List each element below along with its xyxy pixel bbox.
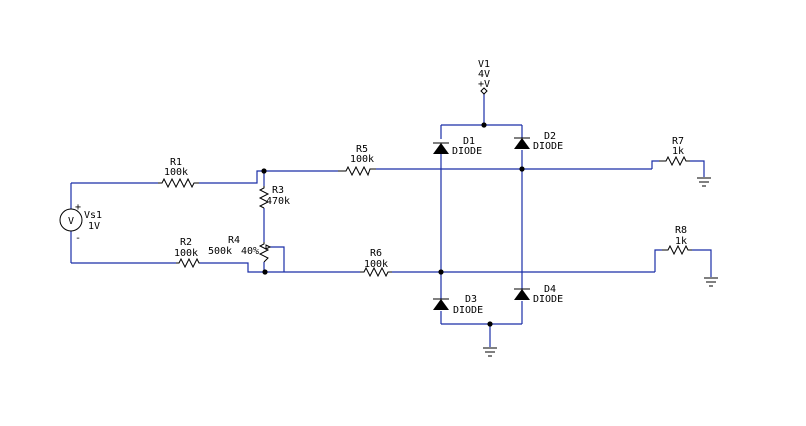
supply-v1-terminal — [480, 87, 488, 95]
diode-d1-model: DIODE — [452, 146, 482, 157]
junction-nodeA — [261, 168, 267, 174]
junction-bridge-top — [481, 122, 487, 128]
potentiometer-r4-body — [258, 242, 270, 263]
wire-r8-ground — [692, 249, 712, 277]
resistor-r8: R8 1k — [662, 225, 692, 256]
resistor-r5-body — [338, 165, 376, 177]
junction-nodeB — [262, 269, 268, 275]
resistor-r7-value: 1k — [672, 146, 684, 157]
supply-v1-terminal-label: +V — [478, 79, 490, 90]
diode-d3-model: DIODE — [453, 305, 483, 316]
source-vs1-circle — [59, 208, 83, 232]
diode-d3-triangle — [433, 299, 449, 310]
resistor-r2-body — [176, 257, 200, 269]
wire-r8-riser — [654, 249, 662, 272]
diode-d3-name: D3 — [465, 294, 477, 305]
diode-d2: D2 DIODE — [514, 131, 563, 152]
source-vs1-value: 1V — [88, 221, 100, 232]
supply-v1: V1 4V +V — [478, 59, 490, 95]
potentiometer-r4-value: 500k — [208, 246, 232, 257]
resistor-r3-name: R3 — [272, 185, 284, 196]
wire-r4-wiper — [270, 246, 285, 272]
diode-d1-name: D1 — [463, 136, 475, 147]
resistor-r6-name: R6 — [370, 248, 382, 259]
supply-v1-value: 4V — [478, 69, 490, 80]
junction-d1-r6 — [438, 269, 444, 275]
resistor-r6-value: 100k — [364, 259, 388, 270]
wires — [70, 94, 712, 347]
wire-r2-nodeB — [200, 262, 264, 273]
resistor-r1-name: R1 — [170, 157, 182, 168]
resistor-r8-body — [662, 244, 692, 256]
junction-d2-r5 — [519, 166, 525, 172]
resistor-r5-name: R5 — [356, 144, 368, 155]
diode-d4-name: D4 — [544, 284, 556, 295]
source-vs1-minus: - — [75, 233, 81, 244]
diode-d4-model: DIODE — [533, 294, 563, 305]
resistor-r1: R1 100k — [158, 157, 199, 189]
resistor-r6: R6 100k — [360, 248, 392, 278]
diode-d1-triangle — [433, 143, 449, 154]
junction-bridge-bottom — [487, 321, 493, 327]
potentiometer-r4-name: R4 — [228, 235, 240, 246]
diode-d3: D3 DIODE — [433, 294, 483, 316]
resistor-r3-value: 470k — [266, 196, 290, 207]
ground-r7-icon — [697, 177, 711, 187]
resistor-r2-name: R2 — [180, 237, 192, 248]
junctions — [261, 122, 525, 327]
source-vs1-name: Vs1 — [84, 210, 102, 221]
wire-r1-nodeA — [199, 170, 264, 184]
resistor-r8-name: R8 — [675, 225, 687, 236]
potentiometer-r4: R4 500k 40% — [208, 235, 272, 263]
source-vs1-symbol: V — [68, 216, 74, 227]
wire-r7-ground — [690, 160, 705, 177]
diode-d4: D4 DIODE — [514, 284, 563, 305]
resistor-r5: R5 100k — [338, 144, 376, 177]
resistor-r7: R7 1k — [659, 136, 690, 167]
resistor-r1-value: 100k — [164, 167, 188, 178]
resistor-r8-value: 1k — [675, 236, 687, 247]
diode-d4-triangle — [514, 289, 530, 300]
diode-d2-model: DIODE — [533, 141, 563, 152]
supply-v1-name: V1 — [478, 59, 490, 70]
diode-d2-triangle — [514, 138, 530, 149]
diode-d2-name: D2 — [544, 131, 556, 142]
resistor-r7-name: R7 — [672, 136, 684, 147]
resistor-r2: R2 100k — [174, 237, 200, 269]
ground-bridge-icon — [483, 347, 497, 357]
ground-r8-icon — [704, 277, 718, 287]
wire-r7-riser — [651, 160, 659, 169]
diode-d1: D1 DIODE — [433, 136, 482, 157]
resistor-r1-body — [158, 177, 199, 189]
potentiometer-r4-wiper-arrow — [265, 244, 272, 250]
resistor-r2-value: 100k — [174, 248, 198, 259]
resistor-r7-body — [659, 155, 690, 167]
source-vs1: V + - Vs1 1V — [59, 202, 102, 244]
potentiometer-r4-setting: 40% — [241, 246, 259, 257]
resistor-r3: R3 470k — [258, 185, 290, 209]
resistor-r6-body — [360, 266, 392, 278]
resistor-r3-body — [258, 186, 270, 209]
source-vs1-plus: + — [75, 202, 81, 213]
resistor-r5-value: 100k — [350, 154, 374, 165]
